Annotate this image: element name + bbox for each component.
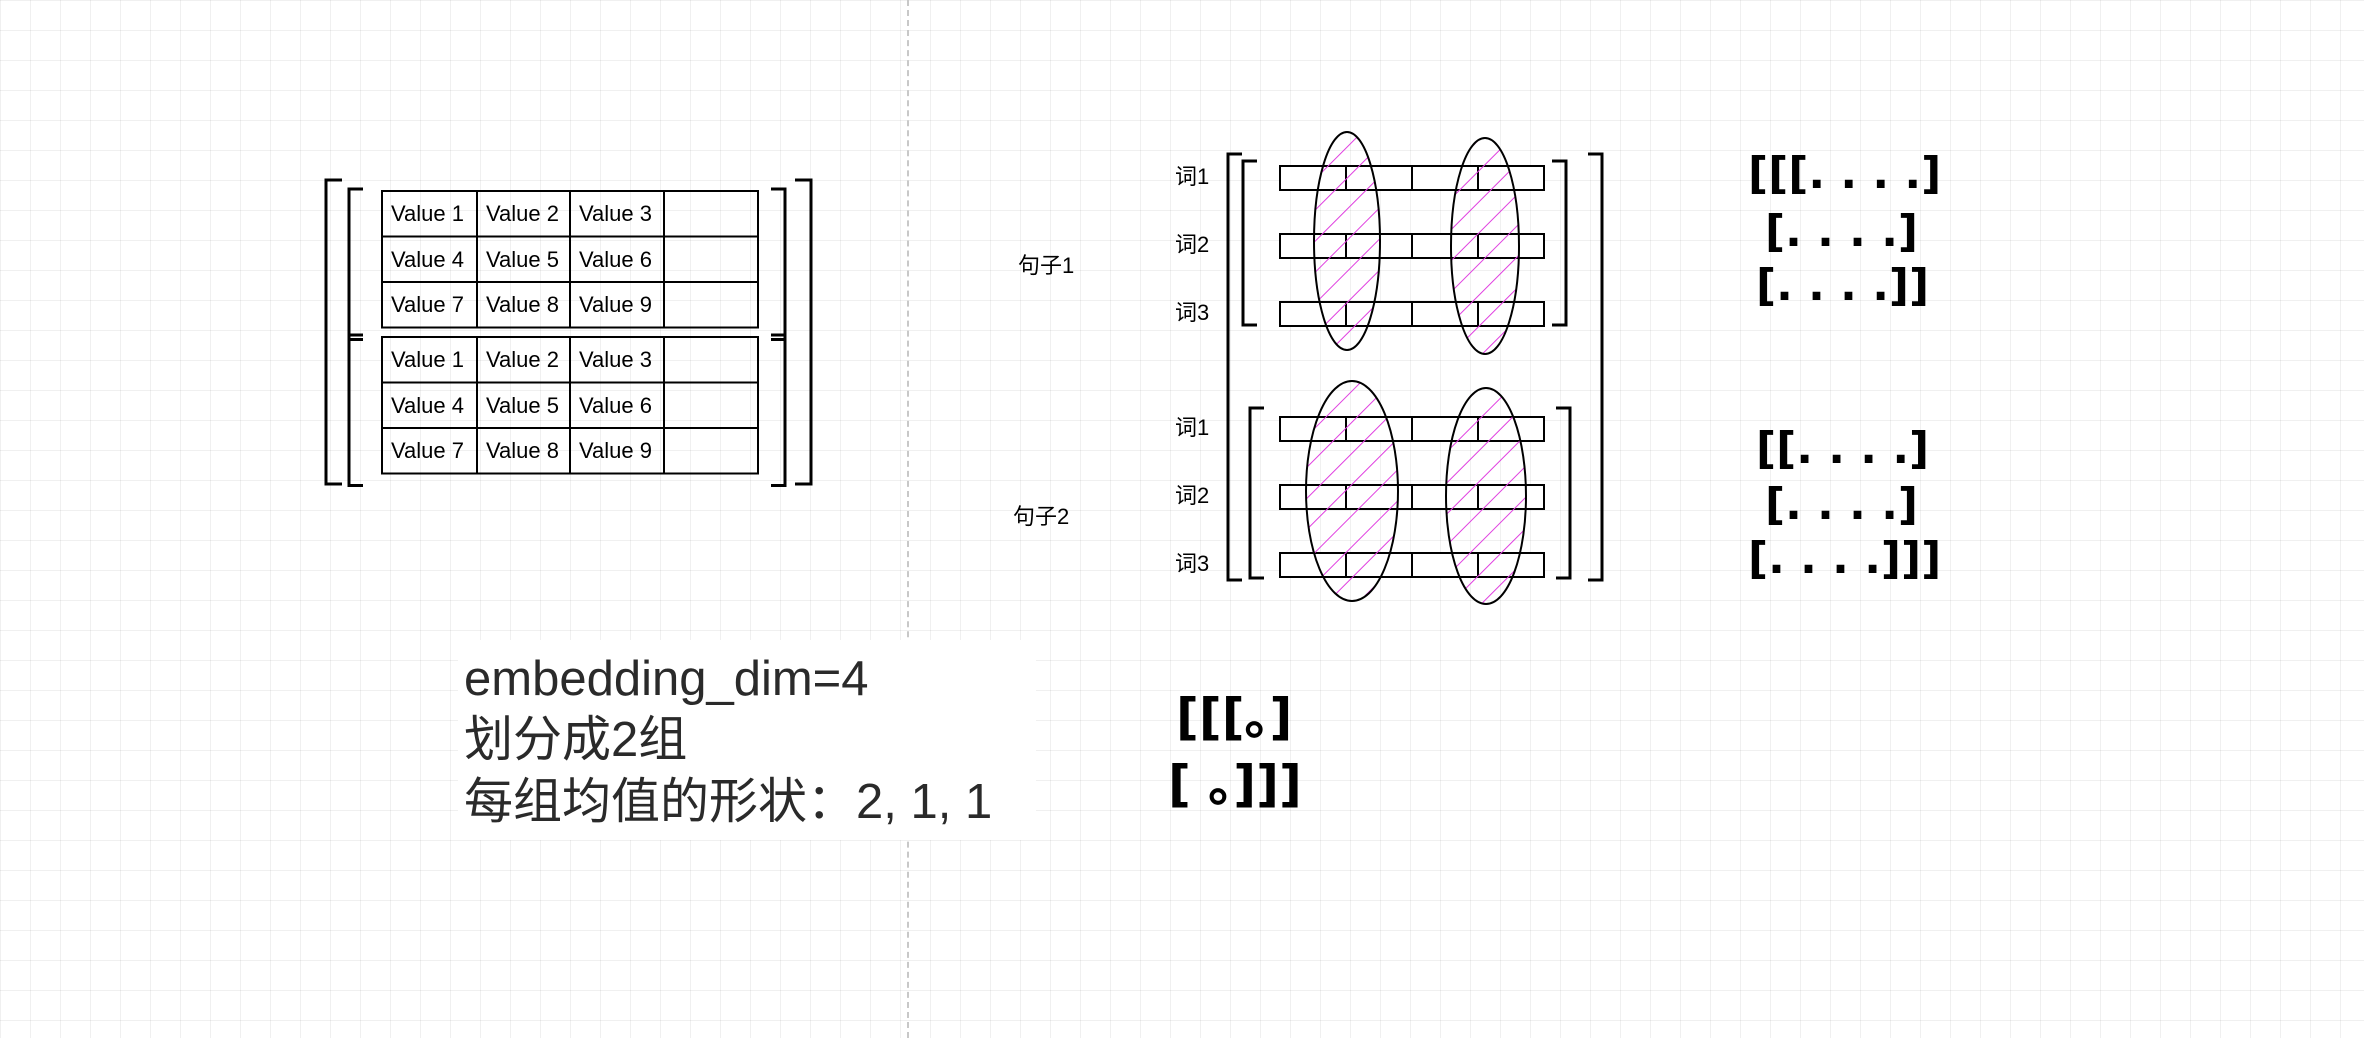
sentence1-notation-line-2: [. . . .] (1765, 206, 1919, 257)
sentence-label: 句子1 (1018, 253, 1075, 278)
group-ellipse (1445, 387, 1527, 605)
batch-left-bracket (1226, 152, 1242, 582)
table-cell: Value 4 (391, 246, 464, 272)
inner-right-bracket (771, 187, 787, 341)
table-cell: Value 3 (579, 347, 652, 372)
table-cell: Value 1 (391, 201, 464, 226)
inner-left-bracket (347, 187, 363, 341)
table-cell: Value 5 (486, 246, 559, 272)
table-cell: Value 9 (579, 438, 652, 463)
group-mean-line-2: [ 。]]] (1168, 755, 1302, 813)
table-cell: Value 7 (391, 292, 464, 317)
table-cell: Value 3 (579, 201, 652, 226)
sentence1-notation-line-3: [. . . .]] (1756, 260, 1930, 311)
sentence1-left-bracket (1241, 159, 1257, 327)
outer-left-bracket (324, 178, 342, 486)
table-cell: Value 4 (391, 392, 464, 418)
note-line-3: 每组均值的形状：2, 1, 1 (464, 775, 993, 829)
table-cell: Value 5 (486, 392, 559, 418)
sentence2-notation-line-2: [. . . .] (1765, 479, 1919, 530)
center-guide-line (907, 0, 909, 1038)
table-cell: Value 6 (579, 392, 652, 418)
sentence2-right-bracket (1556, 406, 1572, 580)
group-mean-line-1: [[[。] (1176, 688, 1293, 746)
table-cell: Value 9 (579, 292, 652, 317)
table-cell: Value 8 (486, 292, 559, 317)
inner-left-bracket (347, 333, 363, 487)
sentence1-notation-line-1: [[[. . . .] (1748, 148, 1942, 199)
group-ellipse (1305, 380, 1399, 602)
table-cell: Value 1 (391, 347, 464, 372)
word-label: 词3 (1175, 300, 1210, 325)
word-label: 词2 (1175, 483, 1210, 508)
note-box: embedding_dim=4 划分成2组 每组均值的形状：2, 1, 1 (458, 640, 1036, 840)
group-ellipse (1450, 137, 1520, 355)
sentence2-left-bracket (1248, 406, 1264, 580)
note-line-2: 划分成2组 (464, 713, 688, 767)
batch-right-bracket (1588, 152, 1604, 582)
table-cell: Value 8 (486, 438, 559, 463)
sentence2-notation-line-1: [[. . . .] (1756, 423, 1930, 474)
group-ellipse (1313, 131, 1381, 351)
note-line-1: embedding_dim=4 (464, 652, 869, 706)
table-cell: Value 2 (486, 347, 559, 372)
sentence-label: 句子2 (1013, 504, 1070, 529)
word-label: 词1 (1175, 164, 1210, 189)
inner-right-bracket (771, 333, 787, 487)
sentence1-right-bracket (1552, 159, 1568, 327)
word-label: 词1 (1175, 415, 1210, 440)
table-cell: Value 7 (391, 438, 464, 463)
word-label: 词2 (1175, 232, 1210, 257)
word-label: 词3 (1175, 551, 1210, 576)
sentence2-notation-line-3: [. . . .]]] (1748, 533, 1942, 584)
outer-right-bracket (795, 178, 813, 486)
table-cell: Value 6 (579, 246, 652, 272)
table-cell: Value 2 (486, 201, 559, 226)
